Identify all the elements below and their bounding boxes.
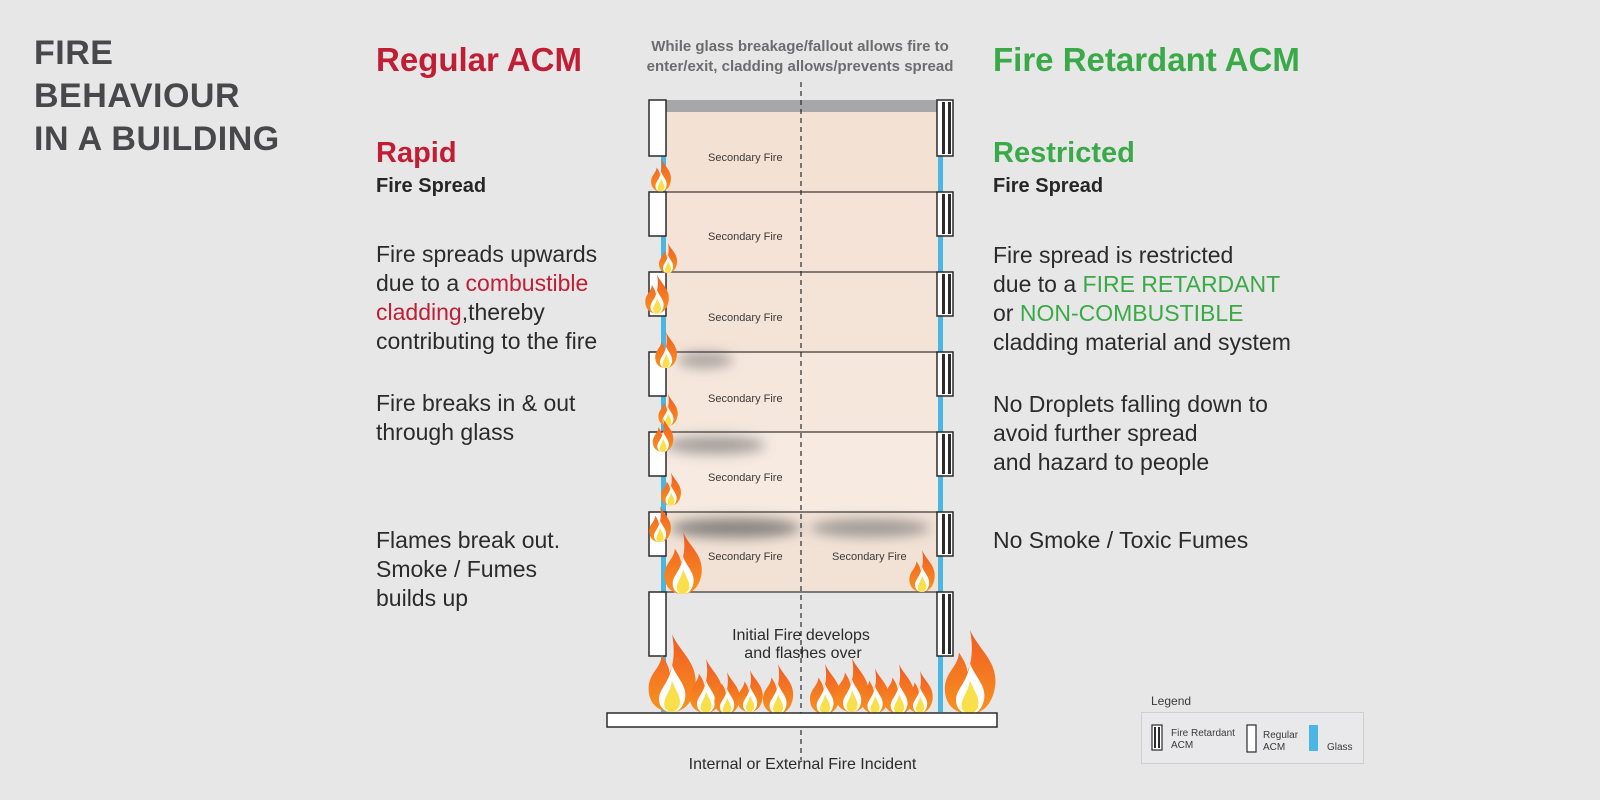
left-paragraph-smoke: Flames break out. Smoke / Fumes builds u…	[376, 526, 560, 613]
glass-breakage-caption: While glass breakage/fallout allows fire…	[630, 37, 970, 77]
left-paragraph-combustible: Fire spreads upwards due to a combustibl…	[376, 240, 597, 356]
left-p2-line1: Fire breaks in & out	[376, 390, 576, 416]
floor-6-fill	[664, 192, 939, 272]
combustible-highlight: combustible	[465, 270, 589, 296]
flame-icon	[861, 668, 889, 714]
legend-regular-acm-line1: Regular	[1263, 730, 1299, 741]
left-paragraph-glass: Fire breaks in & out through glass	[376, 389, 575, 447]
left-p3-line3: builds up	[376, 585, 469, 611]
title-line-1: FIRE	[34, 34, 114, 72]
legend: Fire Retardant ACM Regular ACM Glass	[1141, 712, 1364, 764]
left-p1-line4: contributing to the fire	[376, 328, 598, 354]
secondary-fire-label: Secondary Fire	[708, 231, 783, 243]
left-p1-line2-a: due to a	[376, 270, 466, 296]
right-paragraph-droplets: No Droplets falling down to avoid furthe…	[993, 390, 1268, 477]
legend-fr-acm-line1: Fire Retardant	[1171, 728, 1235, 739]
legend-glass-label: Glass	[1327, 742, 1353, 753]
legend-fr-acm-label: Fire Retardant ACM	[1171, 728, 1235, 752]
left-p1-line3-b: ,thereby	[461, 299, 545, 325]
rapid-label: Rapid	[376, 137, 457, 169]
flame-icon	[810, 664, 841, 714]
fire-incident-caption: Internal or External Fire Incident	[688, 756, 917, 773]
left-p3-line1: Flames break out.	[376, 527, 561, 553]
legend-regular-acm-label: Regular ACM	[1263, 730, 1298, 754]
secondary-fire-label: Secondary Fire	[708, 393, 783, 405]
page-title: FIRE BEHAVIOUR IN A BUILDING	[34, 32, 334, 161]
smoke-cloud-3	[670, 518, 800, 538]
regular-acm-swatch-icon	[1246, 724, 1257, 753]
right-p1-line4: cladding material and system	[993, 329, 1291, 355]
right-fr-panel-6	[936, 511, 954, 557]
floor-7-fill	[664, 110, 939, 192]
left-p1-line1: Fire spreads upwards	[376, 241, 598, 267]
legend-fr-acm-line2: ACM	[1171, 740, 1194, 751]
right-fr-panel-4	[936, 351, 954, 397]
restricted-fire-spread-label: Fire Spread	[993, 175, 1104, 197]
right-paragraph-retardant: Fire spread is restricted due to a FIRE …	[993, 241, 1291, 357]
right-p1-line2: due to a FIRE RETARDANT	[993, 270, 1291, 299]
flame-icon	[763, 664, 794, 714]
roof-slab	[664, 100, 939, 112]
flame-icon	[907, 671, 933, 713]
smoke-cloud-2	[665, 436, 765, 454]
regular-acm-heading: Regular ACM	[376, 41, 582, 78]
left-acm-panel-1	[648, 99, 667, 157]
right-p2-line2: avoid further spread	[993, 420, 1198, 446]
legend-regular-acm-line2: ACM	[1263, 742, 1286, 753]
fire-retardant-acm-heading: Fire Retardant ACM	[993, 41, 1300, 78]
top-caption-line2: enter/exit, cladding allows/prevents spr…	[646, 58, 954, 75]
rapid-fire-spread-label: Fire Spread	[376, 175, 487, 197]
glass-swatch-icon	[1309, 725, 1318, 751]
fr-acm-swatch-icon	[1151, 724, 1163, 751]
right-p1-line2-a: due to a	[993, 271, 1083, 297]
left-acm-panel-7	[648, 591, 667, 657]
right-fr-panel-7	[936, 591, 954, 657]
title-line-2: BEHAVIOUR	[34, 77, 240, 115]
secondary-fire-label: Secondary Fire	[832, 551, 907, 563]
right-paragraph-smoke: No Smoke / Toxic Fumes	[993, 526, 1248, 555]
initial-fire-text: Initial Fire develops and flashes over	[732, 627, 870, 662]
right-p1-line3: or NON-COMBUSTIBLE	[993, 299, 1291, 328]
smoke-cloud-4	[810, 519, 930, 537]
flame-icon	[737, 670, 763, 712]
secondary-fire-label: Secondary Fire	[708, 472, 783, 484]
fire-retardant-highlight: FIRE RETARDANT	[1082, 271, 1281, 297]
right-fr-panel-2	[936, 191, 954, 237]
base-slab	[606, 712, 998, 728]
smoke	[665, 352, 930, 538]
title-line-3: IN A BUILDING	[34, 120, 280, 158]
glass-right	[938, 112, 943, 712]
right-fr-panel-3	[936, 271, 954, 317]
right-p2-line1: No Droplets falling down to	[993, 391, 1268, 417]
secondary-fire-label: Secondary Fire	[708, 312, 783, 324]
initial-fire-line1: Initial Fire develops	[732, 627, 870, 644]
initial-fire-line2: and flashes over	[744, 645, 862, 662]
right-fr-acm-panels	[936, 99, 954, 657]
left-acm-panel-2	[648, 191, 667, 237]
restricted-label: Restricted	[993, 137, 1135, 169]
left-p2-line2: through glass	[376, 419, 515, 445]
right-fr-panel-1	[936, 99, 954, 157]
right-p3-line1: No Smoke / Toxic Fumes	[993, 527, 1249, 553]
legend-swatches	[1151, 724, 1318, 753]
top-caption-line1: While glass breakage/fallout allows fire…	[651, 38, 949, 55]
right-fr-panel-5	[936, 431, 954, 477]
smoke-cloud-1	[677, 352, 733, 368]
secondary-fire-label: Secondary Fire	[708, 551, 783, 563]
legend-title: Legend	[1151, 694, 1192, 708]
left-p1-line2: due to a combustible	[376, 269, 597, 298]
right-p2-line3: and hazard to people	[993, 449, 1210, 475]
left-p1-line3: cladding,thereby	[376, 298, 597, 327]
right-p1-line1: Fire spread is restricted	[993, 242, 1234, 268]
secondary-fire-label: Secondary Fire	[708, 152, 783, 164]
cladding-highlight: cladding	[376, 299, 462, 325]
non-combustible-highlight: NON-COMBUSTIBLE	[1019, 300, 1244, 326]
right-p1-line3-a: or	[993, 300, 1020, 326]
left-p3-line2: Smoke / Fumes	[376, 556, 538, 582]
secondary-fire-labels: Secondary Fire Secondary Fire Secondary …	[708, 152, 907, 563]
